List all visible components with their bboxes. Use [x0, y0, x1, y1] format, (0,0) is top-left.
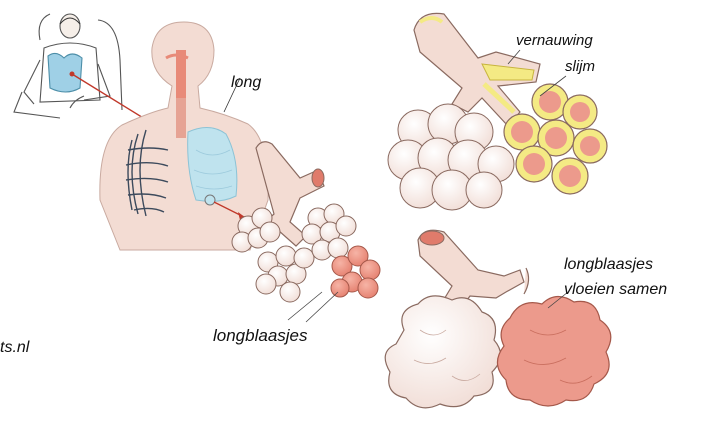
- label-alveoli-merge-2: vloeien samen: [564, 282, 667, 298]
- label-alveoli: longblaasjes: [213, 327, 308, 344]
- source-text: ts.nl: [0, 340, 29, 356]
- label-lung: long: [231, 75, 261, 91]
- patient-figure-icon: [14, 14, 128, 126]
- label-mucus: slijm: [565, 59, 595, 74]
- label-narrowing: vernauwing: [516, 33, 593, 48]
- label-alveoli-merge-1: longblaasjes: [564, 257, 653, 273]
